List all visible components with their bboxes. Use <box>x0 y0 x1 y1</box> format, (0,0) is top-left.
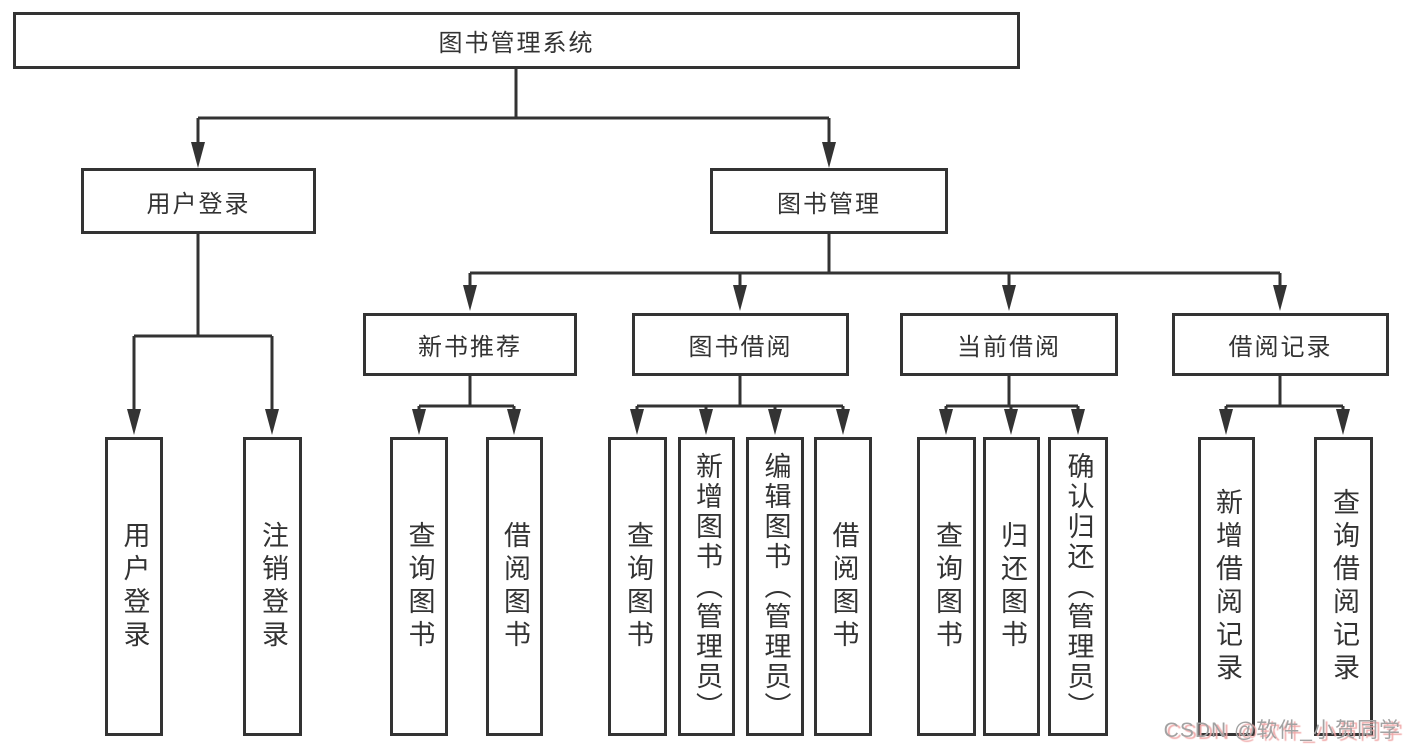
node-book-borrowing: 图书借阅 <box>632 313 849 376</box>
leaf-add-borrow-record: 新增借阅记录 <box>1198 437 1255 736</box>
leaf-query-books-current: 查询图书 <box>917 437 976 736</box>
node-new-book-recommendation: 新书推荐 <box>363 313 577 376</box>
node-user-login: 用户登录 <box>81 168 316 234</box>
leaf-return-books: 归还图书 <box>983 437 1040 736</box>
leaf-borrow-books-recommend: 借阅图书 <box>486 437 543 736</box>
node-book-management-system: 图书管理系统 <box>13 12 1020 69</box>
leaf-query-books-borrow: 查询图书 <box>608 437 667 736</box>
node-book-management: 图书管理 <box>710 168 948 234</box>
leaf-confirm-return-admin: 确认归还（管理员） <box>1048 437 1108 736</box>
node-current-borrowing: 当前借阅 <box>900 313 1118 376</box>
leaf-logout: 注销登录 <box>243 437 302 736</box>
leaf-user-login: 用户登录 <box>105 437 163 736</box>
csdn-watermark: CSDN @软件_小贺同学 <box>1163 719 1401 742</box>
node-borrowing-records: 借阅记录 <box>1172 313 1389 376</box>
leaf-query-borrow-record: 查询借阅记录 <box>1314 437 1373 736</box>
leaf-edit-books-admin: 编辑图书（管理员） <box>746 437 804 736</box>
leaf-query-books-recommend: 查询图书 <box>390 437 448 736</box>
leaf-borrow-books: 借阅图书 <box>814 437 872 736</box>
leaf-add-books-admin: 新增图书（管理员） <box>678 437 735 736</box>
